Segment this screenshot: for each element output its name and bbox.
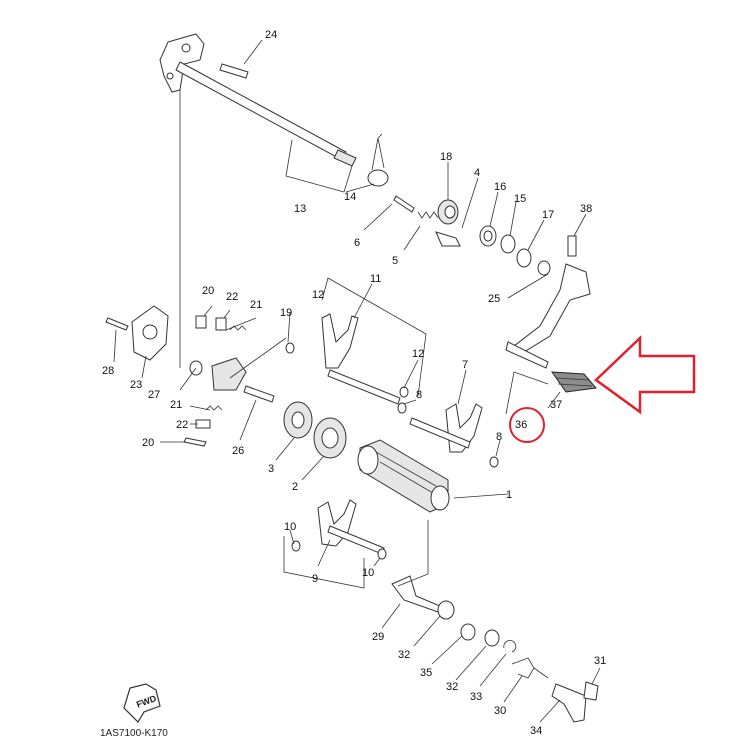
label-6: 6 (354, 237, 360, 249)
annotation-layer (509, 335, 696, 443)
label-7: 7 (462, 359, 468, 371)
label-32-lower: 32 (446, 681, 458, 693)
label-18: 18 (440, 151, 452, 163)
part-return-spring (511, 657, 549, 679)
part-shift-arm (391, 575, 441, 613)
label-5: 5 (392, 255, 398, 267)
part-bearing (313, 417, 347, 459)
label-28: 28 (102, 365, 114, 377)
label-19: 19 (280, 307, 292, 319)
label-10-upper: 10 (284, 521, 296, 533)
part-collar-stack (435, 199, 551, 276)
part-bolt-31 (583, 681, 599, 701)
label-2: 2 (292, 481, 298, 493)
part-washer-c (397, 402, 407, 414)
part-shift-fork-lower (317, 499, 357, 547)
part-shift-shaft (159, 33, 357, 167)
label-10-lower: 10 (362, 567, 374, 579)
part-washer-f (377, 548, 387, 560)
part-spring-clip (367, 133, 389, 187)
label-12-right: 12 (412, 348, 424, 360)
part-labels: 24 13 14 6 5 18 4 16 15 17 38 25 11 12 1… (102, 29, 606, 737)
part-fork-shaft-upper (327, 369, 401, 405)
part-stopper-lever (211, 357, 247, 391)
part-coil-spring-small (417, 211, 439, 219)
part-washer-32b (484, 629, 500, 647)
label-32-upper: 32 (398, 649, 410, 661)
parts-layer (105, 33, 599, 723)
label-11: 11 (370, 273, 381, 285)
label-22-upper: 22 (226, 291, 238, 303)
label-34: 34 (530, 725, 542, 737)
label-29: 29 (372, 631, 384, 643)
label-3: 3 (268, 463, 274, 475)
pointer-arrow-icon (594, 335, 696, 415)
drawing-code: 1AS7100-K170 (100, 728, 168, 738)
part-pin-upper (195, 315, 207, 329)
fwd-arrow-icon (123, 683, 161, 723)
part-washer-a (285, 342, 295, 354)
label-25: 25 (488, 293, 500, 305)
label-21-upper: 21 (250, 299, 262, 311)
label-13: 13 (294, 203, 306, 215)
label-38: 38 (580, 203, 592, 215)
part-pedal-rubber (550, 371, 597, 393)
highlight-circle (509, 407, 545, 443)
part-screw (243, 385, 275, 403)
fwd-badge: FWD (123, 683, 161, 723)
label-35: 35 (420, 667, 432, 679)
label-22-lower: 22 (176, 419, 188, 431)
part-drum-segment (283, 401, 313, 439)
label-26: 26 (232, 445, 244, 457)
part-washer-32a (437, 600, 455, 620)
label-15: 15 (514, 193, 526, 205)
label-36-highlighted: 36 (515, 419, 527, 431)
label-8-upper: 8 (416, 389, 422, 401)
part-circlip (503, 640, 517, 653)
label-16: 16 (494, 181, 506, 193)
part-pin-lower-2 (183, 437, 207, 447)
part-pin-lower (195, 419, 211, 429)
part-washer-35 (460, 623, 476, 641)
label-14: 14 (344, 191, 356, 203)
label-24: 24 (265, 29, 277, 41)
label-1: 1 (506, 489, 512, 501)
part-pin-upper-2 (215, 317, 227, 331)
label-12-top: 12 (312, 289, 324, 301)
label-31: 31 (594, 655, 606, 667)
part-shift-drum (357, 439, 450, 513)
part-fork-shaft-right (409, 417, 471, 449)
label-4: 4 (474, 167, 480, 179)
part-shift-fork-upper (321, 313, 359, 369)
part-washer-d (489, 456, 499, 468)
label-9: 9 (312, 573, 318, 585)
part-shift-pedal (505, 235, 591, 369)
part-spring-upper (229, 325, 247, 331)
label-20-lower: 20 (142, 437, 154, 449)
label-27: 27 (148, 389, 160, 401)
part-washer-b (399, 386, 409, 398)
label-37: 37 (550, 399, 562, 411)
label-17: 17 (542, 209, 554, 221)
part-spring-lower (205, 405, 223, 411)
label-21-lower: 21 (170, 399, 182, 411)
label-23: 23 (130, 379, 142, 391)
label-8-lower: 8 (496, 431, 502, 443)
leader-lines (113, 39, 601, 723)
part-bolt-small (393, 195, 415, 213)
label-20-upper: 20 (202, 285, 214, 297)
label-33: 33 (470, 691, 482, 703)
label-30: 30 (494, 705, 506, 717)
part-bolt-28 (105, 317, 129, 331)
part-cover-hole (142, 324, 158, 340)
